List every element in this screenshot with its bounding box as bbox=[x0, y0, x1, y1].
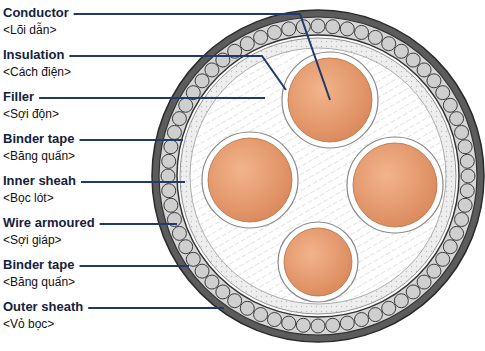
part-name-translation: <Vỏ bọc> bbox=[3, 317, 54, 331]
part-name: Outer sheath bbox=[3, 299, 83, 314]
part-name: Filler bbox=[3, 89, 34, 104]
leader-line bbox=[81, 181, 185, 183]
leader-line bbox=[69, 56, 286, 90]
leader-line bbox=[100, 223, 177, 225]
part-name: Binder tape bbox=[3, 257, 75, 272]
part-name-translation: <Lõi dẫn> bbox=[3, 23, 56, 37]
part-name-translation: <Cách điện> bbox=[3, 65, 71, 79]
filler bbox=[190, 48, 446, 304]
part-name: Conductor bbox=[3, 5, 69, 20]
part-name-translation: <Băng quấn> bbox=[3, 149, 75, 163]
part-name: Inner sheah bbox=[3, 173, 76, 188]
part-name-translation: <Bọc lót> bbox=[3, 191, 54, 205]
leader-line bbox=[39, 97, 265, 99]
binder-tape-inner bbox=[177, 35, 459, 317]
outer-sheath bbox=[152, 10, 484, 342]
part-name-translation: <Băng quấn> bbox=[3, 275, 75, 289]
part-name-translation: <Sợi giáp> bbox=[3, 233, 62, 247]
inner-sheath bbox=[180, 38, 456, 314]
leader-line bbox=[80, 265, 190, 267]
leader-line bbox=[88, 307, 224, 309]
part-name: Wire armoured bbox=[3, 215, 95, 230]
part-name-translation: <Sợi độn> bbox=[3, 107, 59, 121]
part-name: Insulation bbox=[3, 47, 64, 62]
part-name: Binder tape bbox=[3, 131, 75, 146]
leader-line bbox=[80, 139, 184, 141]
cores bbox=[202, 52, 443, 302]
